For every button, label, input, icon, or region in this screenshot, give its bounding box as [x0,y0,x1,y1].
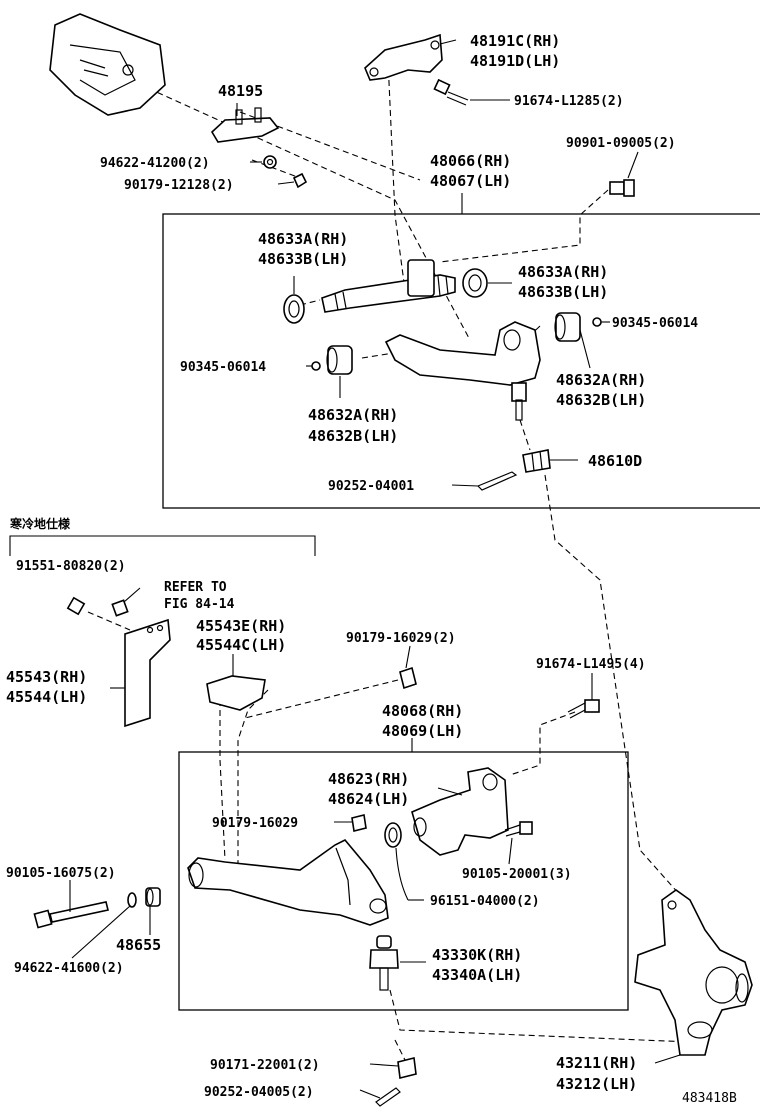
label-48623-rh: 48623(RH) [328,770,409,788]
lower-arm-assembly-frame [178,751,629,1011]
castle-nut-48610-part [522,449,551,473]
label-43211-rh: 43211(RH) [556,1054,637,1072]
bushing-48655-part [145,887,161,907]
cotter-pin-90252-04005-part [375,1087,401,1107]
nut-94622-41200-part [263,155,277,169]
label-91674-l1495: 91674-L1495(4) [536,657,646,672]
bushing-48632-right-part [554,312,581,342]
label-90171: 90171-22001(2) [210,1058,320,1073]
label-48068-rh: 48068(RH) [382,702,463,720]
label-90252-04005: 90252-04005(2) [204,1085,314,1100]
label-cold-spec: 寒冷地仕様 [9,516,71,531]
label-45544c-lh: 45544C(LH) [196,636,286,654]
assembly-lines [87,59,691,1061]
diagram-id: 483418B [682,1091,737,1106]
label-48069-lh: 48069(LH) [382,722,463,740]
stabilizer-bracket-part [364,33,443,81]
label-48632-right-rh: 48632A(RH) [556,371,646,389]
label-45544-lh: 45544(LH) [6,688,87,706]
nut-90179-12128-part [292,172,308,189]
label-94622-41200: 94622-41200(2) [100,156,210,171]
label-48066-rh: 48066(RH) [430,152,511,170]
bolt-91551-part [66,596,129,617]
nut-90179-lower-part [351,814,367,832]
nut-90171-part [397,1057,417,1079]
steering-knuckle-43211-part [634,889,753,1056]
bolt-90901-part [609,179,635,197]
label-91551: 91551-80820(2) [16,559,126,574]
nut-90345-left-part [311,361,321,371]
lower-arm-bracket-48623-part [411,767,509,856]
label-43340a-lh: 43340A(LH) [432,966,522,984]
label-48195: 48195 [218,82,263,100]
ball-joint-43330-part [369,935,399,991]
washer-94622-41600-part [127,892,137,908]
bolt-91674-l1285-part [433,78,469,106]
upper-arm-assembly-frame [162,213,760,509]
label-90179-16029-top: 90179-16029(2) [346,631,456,646]
label-90179-12128: 90179-12128(2) [124,178,234,193]
label-45543e-rh: 45543E(RH) [196,617,286,635]
label-48633-left-lh: 48633B(LH) [258,250,348,268]
label-48632-right-lh: 48632B(LH) [556,391,646,409]
label-48633-right-lh: 48633B(LH) [518,283,608,301]
bushing-48633-left-part [283,294,305,324]
label-48633-right-rh: 48633A(RH) [518,263,608,281]
label-43212-lh: 43212(LH) [556,1075,637,1093]
label-refer-fig: FIG 84-14 [164,597,235,612]
label-94622-41600: 94622-41600(2) [14,961,124,976]
label-90901: 90901-09005(2) [566,136,676,151]
label-90105-20001: 90105-20001(3) [462,867,572,882]
label-48632-left-rh: 48632A(RH) [308,406,398,424]
leader-lines [69,39,681,1099]
label-refer-to: REFER TO [164,580,227,595]
shield-45543-part [124,618,171,728]
o-ring-96151-part [384,822,402,848]
lower-arm-part [187,839,389,926]
label-48655: 48655 [116,936,161,954]
label-48610d: 48610D [588,452,642,470]
cotter-pin-90252-04001-part [476,471,518,491]
bushing-48633-right-part [462,268,488,298]
label-90105-16075: 90105-16075(2) [6,866,116,881]
label-48624-lh: 48624(LH) [328,790,409,808]
label-45543-rh: 45543(RH) [6,668,87,686]
label-48191-rh: 48191C(RH) [470,32,560,50]
label-48632-left-lh: 48632B(LH) [308,427,398,445]
frame-bracket-part [49,13,166,116]
nut-90345-right-part [592,317,602,327]
label-96151: 96151-04000(2) [430,894,540,909]
label-91674-l1285: 91674-L1285(2) [514,94,624,109]
label-48191-lh: 48191D(LH) [470,52,560,70]
bushing-48632-left-part [326,345,353,375]
bolt-91674-l1495-part [567,699,600,719]
label-90345-right: 90345-06014 [612,316,698,331]
plate-48195-part [210,107,280,143]
nut-90179-16029-part [399,666,417,690]
cold-spec-bracket [9,535,316,556]
cover-45543e-part [206,675,266,711]
label-43330k-rh: 43330K(RH) [432,946,522,964]
bolt-90105-16075-part [33,901,109,929]
bolt-90105-20001-part [504,821,533,837]
label-90179-16029-lower: 90179-16029 [212,816,298,831]
upper-arm-part [384,321,541,421]
label-90252-04001: 90252-04001 [328,479,414,494]
label-90345-left: 90345-06014 [180,360,266,375]
label-48067-lh: 48067(LH) [430,172,511,190]
upper-arm-shaft-part [321,259,456,313]
label-48633-left-rh: 48633A(RH) [258,230,348,248]
